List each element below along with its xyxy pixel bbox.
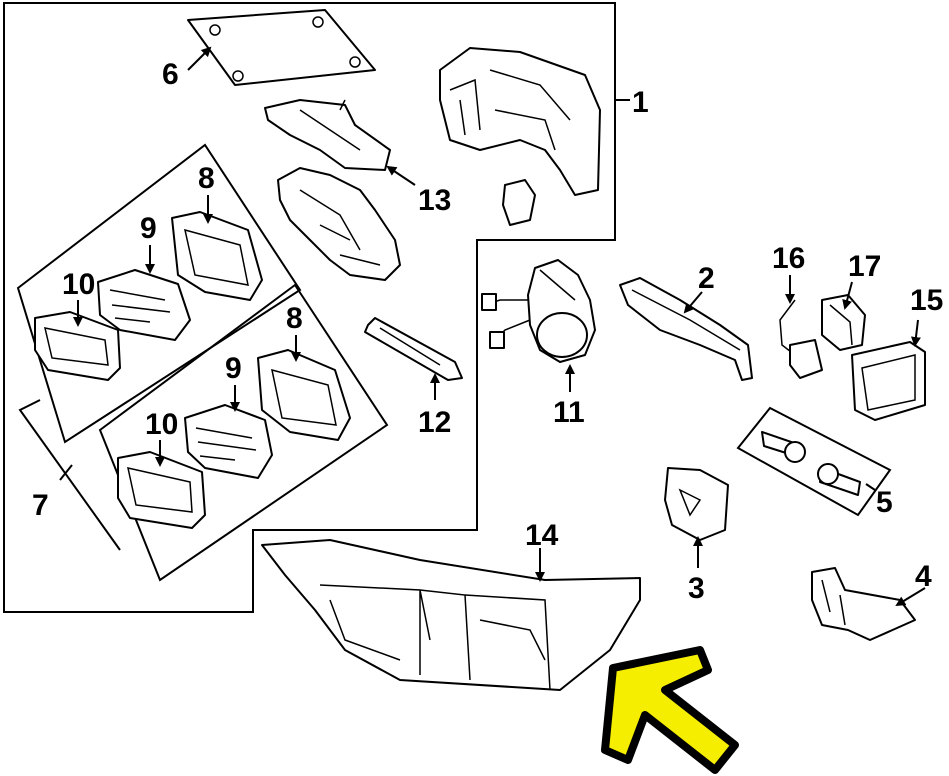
leader-6 [187, 46, 212, 71]
leader-5 [865, 483, 876, 491]
callout-15: 15 [910, 284, 943, 317]
part-6-cover [187, 9, 376, 86]
assembly-frame [3, 2, 616, 613]
callout-8b: 8 [286, 302, 303, 335]
callout-10a: 10 [62, 268, 95, 301]
part-4-bracket [811, 567, 916, 641]
part-9-lower-lamp [184, 404, 273, 479]
part-5-bolts [761, 431, 861, 496]
part-1-bracket [439, 47, 601, 226]
callout-4: 4 [915, 560, 932, 593]
headlamp-kit-box-lower [98, 283, 389, 582]
callout-6: 6 [162, 58, 179, 91]
callout-10b: 10 [145, 408, 178, 441]
headlamp-housing [277, 167, 401, 281]
leader-17 [842, 281, 853, 310]
leader-13 [386, 165, 416, 186]
callout-17: 17 [848, 250, 881, 283]
leader-2 [683, 291, 703, 314]
part-17-socket [821, 294, 866, 351]
part-16-connector [779, 299, 823, 379]
part-13-mount [264, 99, 391, 171]
part-12-adjuster [364, 317, 463, 381]
callout-9a: 9 [140, 212, 157, 245]
headlamp-kit-box-upper [16, 143, 302, 444]
leader-15 [910, 319, 921, 347]
bolt-kit-box [736, 406, 892, 517]
callout-5: 5 [876, 486, 893, 519]
part-8-upper-bezel [171, 211, 263, 301]
callout-14: 14 [525, 519, 559, 552]
callout-7: 7 [32, 489, 49, 522]
part-14-panel [261, 539, 641, 691]
callout-16: 16 [772, 242, 805, 275]
part-8-lower-bezel [257, 349, 351, 441]
callout-1: 1 [632, 86, 649, 119]
callout-13: 13 [418, 184, 451, 217]
callout-8a: 8 [198, 162, 215, 195]
leader-7b [59, 464, 73, 481]
callout-3: 3 [688, 572, 705, 605]
part-15-marker [851, 341, 926, 421]
part-10-lower-ring [117, 451, 206, 529]
callout-11: 11 [553, 396, 585, 429]
leader-7 [18, 399, 121, 551]
callout-12: 12 [418, 406, 451, 439]
leader-4 [895, 587, 926, 607]
highlight-arrow-icon [601, 646, 739, 774]
part-2-trim [619, 277, 753, 381]
part-11-motor [481, 259, 596, 363]
callout-9b: 9 [225, 352, 242, 385]
part-9-upper-lamp [97, 269, 191, 341]
callout-2: 2 [698, 262, 715, 295]
part-3-bracket [664, 467, 729, 541]
